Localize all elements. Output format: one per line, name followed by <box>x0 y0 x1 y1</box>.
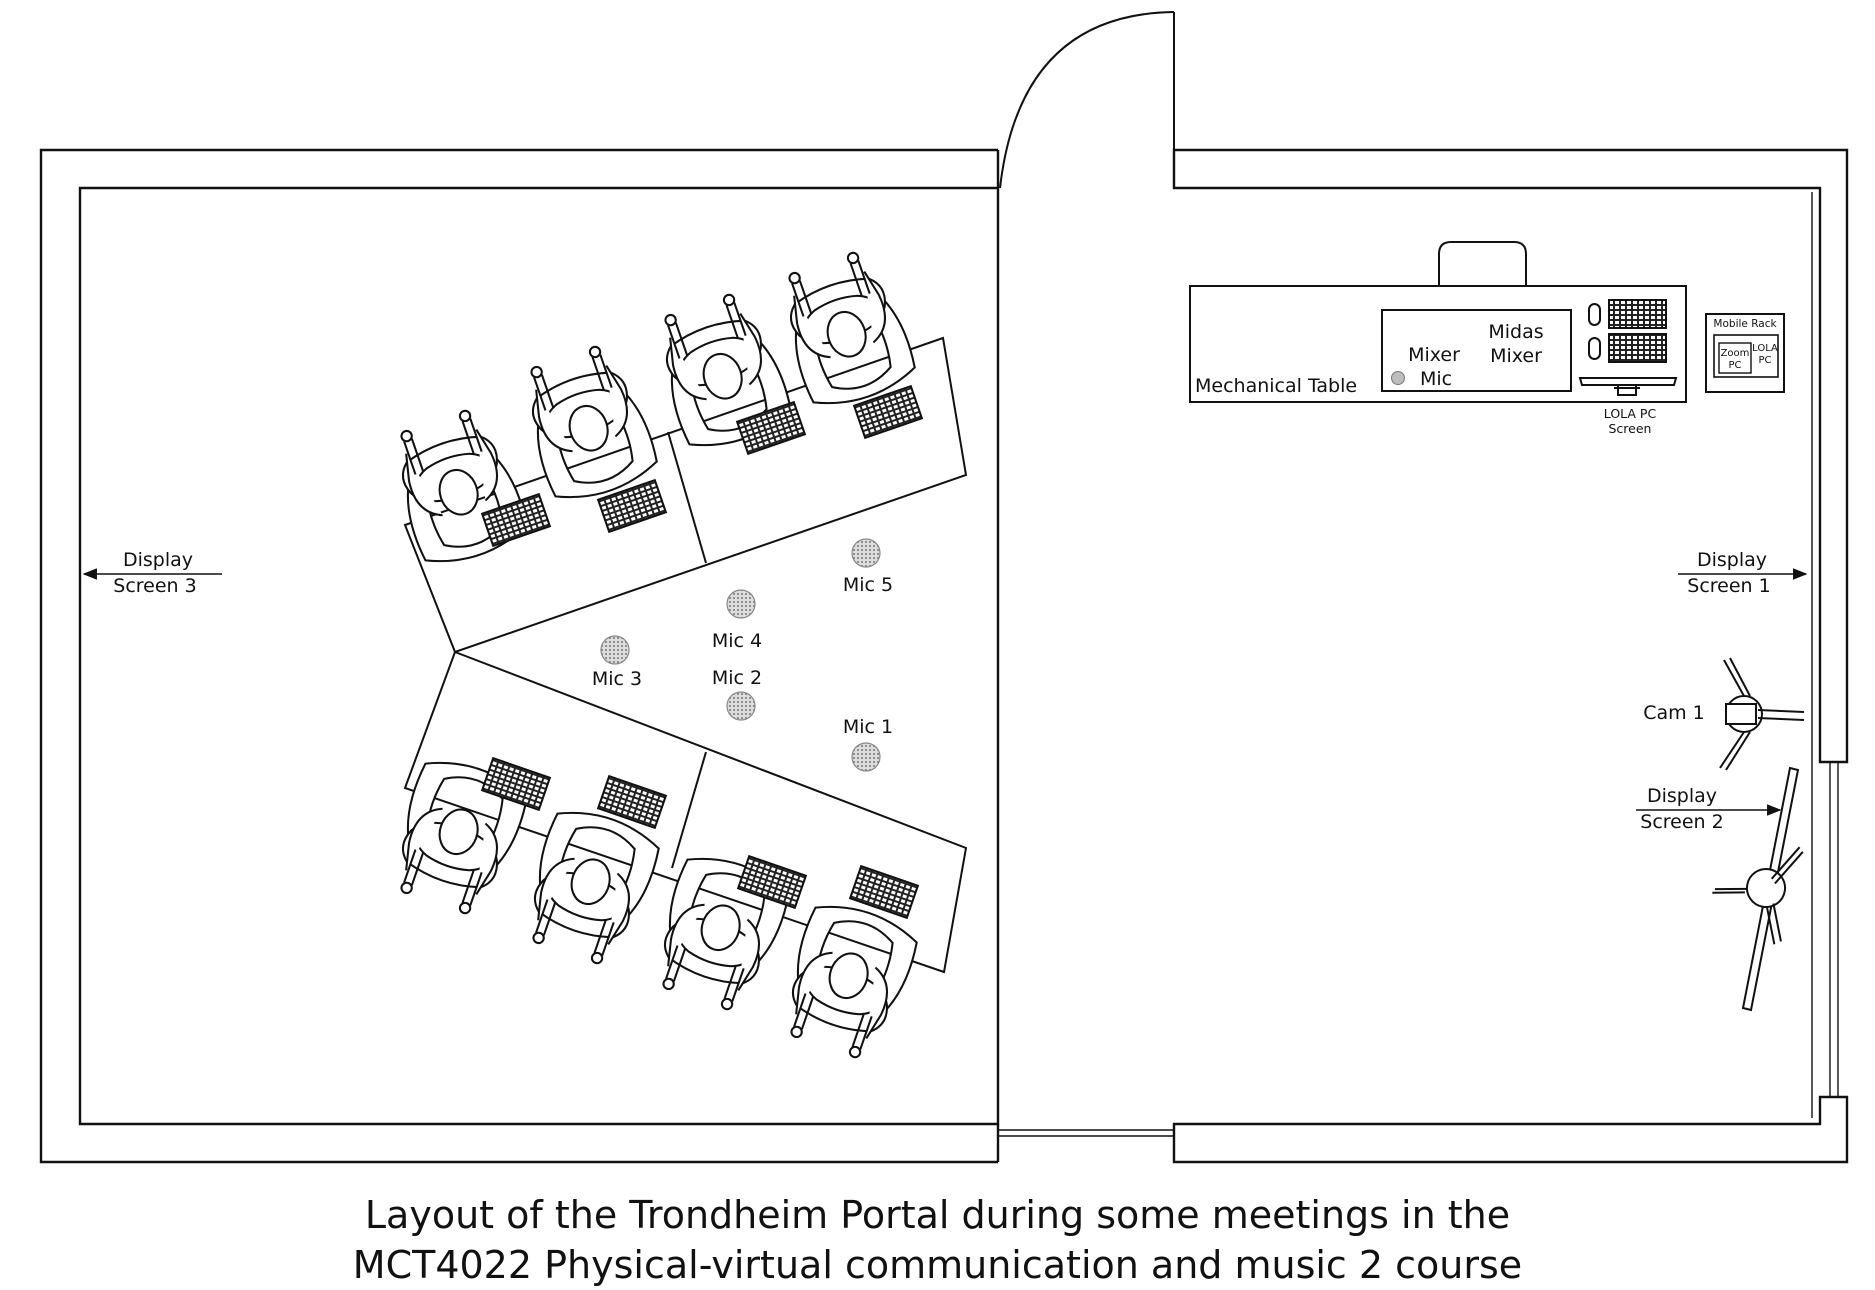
mic-2: Mic 2 <box>712 667 762 721</box>
mic-3-label: Mic 3 <box>592 668 642 690</box>
keyboard-table-2 <box>1608 333 1667 363</box>
mixer-mic-icon <box>1391 371 1405 385</box>
caption-line-2: MCT4022 Physical-virtual communication a… <box>352 1243 1523 1287</box>
display-screen-1: Display Screen 1 <box>1678 549 1808 597</box>
mixer-label-line2: Mic <box>1420 368 1452 390</box>
window-bottom <box>998 1129 1174 1137</box>
mechanical-table-label: Mechanical Table <box>1195 375 1357 397</box>
desk-bottom <box>403 650 968 974</box>
mechanical-table: Mechanical Table Midas Mixer Mixer Mic <box>1189 241 1687 403</box>
display-3-label-line1: Display <box>123 549 193 571</box>
mic-1: Mic 1 <box>843 716 893 772</box>
cam-1-label: Cam 1 <box>1643 702 1705 724</box>
mic-5-label: Mic 5 <box>843 574 893 596</box>
camera-1: Cam 1 <box>1643 657 1805 771</box>
mic-4-label: Mic 4 <box>712 630 762 652</box>
display-2-label-line2: Screen 2 <box>1640 811 1723 833</box>
display-1-label-line2: Screen 1 <box>1687 575 1770 597</box>
mixer-label-line1: Mixer <box>1408 344 1460 366</box>
mic-4: Mic 4 <box>712 589 762 652</box>
mic-3: Mic 3 <box>592 635 642 690</box>
mobile-rack-label: Mobile Rack <box>1713 318 1777 330</box>
display-1-label-line1: Display <box>1697 549 1767 571</box>
desk-top <box>403 336 968 654</box>
display-screen-3: Display Screen 3 <box>82 549 222 597</box>
lola-pc-screen <box>1578 377 1678 396</box>
mic-2-label: Mic 2 <box>712 667 762 689</box>
zoom-pc-label-line1: Zoom <box>1721 348 1750 359</box>
midas-label-line2: Mixer <box>1490 345 1542 367</box>
figure-caption: Layout of the Trondheim Portal during so… <box>0 1190 1875 1290</box>
lola-screen-label-line2: Screen <box>1609 421 1652 436</box>
lola-pc-label-line2: PC <box>1758 355 1771 366</box>
zoom-pc-label-line2: PC <box>1728 360 1741 371</box>
caption-line-1: Layout of the Trondheim Portal during so… <box>364 1193 1511 1237</box>
lola-screen-label-line1: LOLA PC <box>1604 406 1657 421</box>
computer-mouse-1 <box>1588 303 1601 326</box>
display-2-label-line1: Display <box>1647 785 1717 807</box>
mic-1-label: Mic 1 <box>843 716 893 738</box>
zoom-pc <box>1718 342 1752 374</box>
midas-mixer: Midas Mixer Mixer Mic <box>1381 309 1572 392</box>
operator-chair <box>1438 241 1527 286</box>
mic-5: Mic 5 <box>843 538 893 596</box>
computer-mouse-2 <box>1588 337 1601 360</box>
midas-label-line1: Midas <box>1488 321 1543 343</box>
lola-pc-label-line1: LOLA <box>1752 343 1778 354</box>
door[interactable] <box>999 11 1175 189</box>
display-2-stand <box>1704 832 1805 948</box>
room-walls <box>39 148 1849 1164</box>
mobile-rack: Mobile Rack Zoom PC LOLA PC <box>1705 313 1785 393</box>
keyboard-table-1 <box>1608 299 1667 329</box>
display-3-label-line2: Screen 3 <box>113 575 196 597</box>
